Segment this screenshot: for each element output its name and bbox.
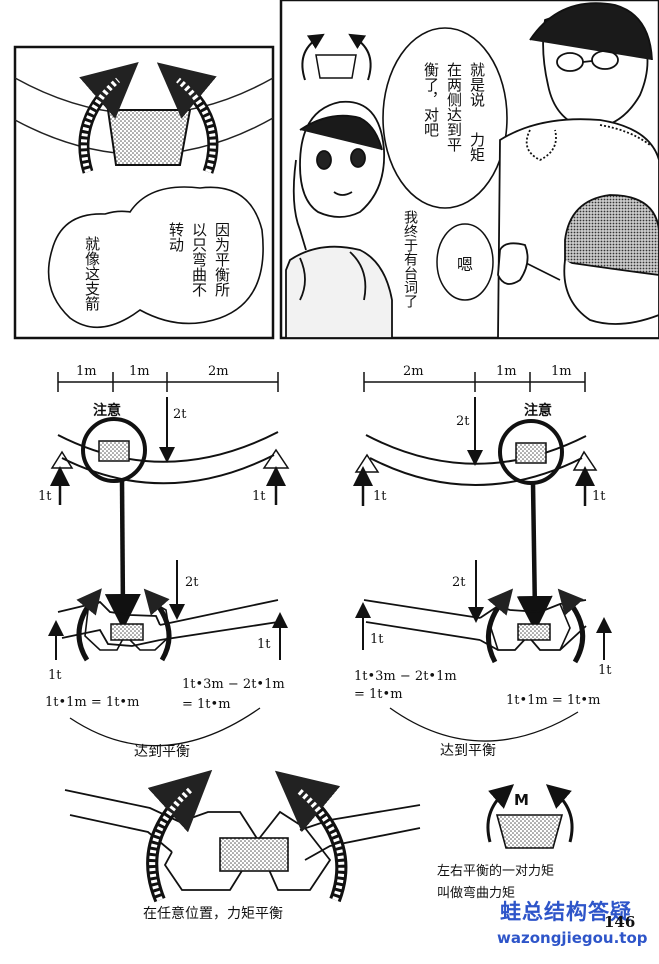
- bubble-top-line-1: 就是说: [468, 62, 486, 108]
- caption-bending-line-1: 左右平衡的一对力矩: [437, 863, 554, 879]
- equation-left-b2: = 1t•m: [182, 697, 231, 712]
- dim-right-3: 1m: [551, 364, 572, 379]
- watermark-text: 蛙总结构答疑: [500, 900, 632, 924]
- reaction-left-b: 1t: [252, 489, 266, 504]
- detail-reaction-left-a: 1t: [48, 668, 62, 683]
- detail-reaction-right-a: 1t: [370, 632, 384, 647]
- moment-symbol: M: [514, 791, 529, 809]
- balance-label-right: 达到平衡: [440, 743, 496, 759]
- panel-1: [13, 45, 275, 340]
- bubble-a-text: 因为平衡所 以只弯曲不 转动: [167, 222, 231, 297]
- detail-load-right: 2t: [452, 575, 466, 590]
- detail-load-left: 2t: [185, 575, 199, 590]
- bubble-mid-text: 嗯: [457, 255, 473, 274]
- detail-reaction-right-b: 1t: [598, 663, 612, 678]
- dim-right-1: 2m: [403, 364, 424, 379]
- caption-bending-line-2: 叫做弯曲力矩: [437, 885, 515, 901]
- bubble-b-line-1: 就像这支箭: [83, 236, 101, 312]
- bubble-a-line-2: 以只弯曲不: [190, 222, 208, 297]
- detail-reaction-left-b: 1t: [257, 637, 271, 652]
- reaction-right-a: 1t: [373, 489, 387, 504]
- reaction-right-b: 1t: [592, 489, 606, 504]
- bubble-a-line-3: 转动: [167, 222, 185, 253]
- dim-left-3: 2m: [208, 364, 229, 379]
- bubble-top-line-2: 在两侧达到平: [445, 62, 463, 152]
- diagram-left-labels: 1m 1m 2m 注意 2t 1t 1t 2t 1t 1t 1t•1m = 1t…: [38, 364, 285, 760]
- dim-left-2: 1m: [129, 364, 150, 379]
- bubble-top-line-4: 力矩: [468, 132, 486, 162]
- beanie-figure: [497, 194, 659, 325]
- equation-right-a1: 1t•3m − 2t•1m: [354, 669, 457, 684]
- diagram-right: [353, 372, 612, 742]
- load-left: 2t: [173, 407, 187, 422]
- page-number: 146: [604, 913, 636, 931]
- bubble-b-text: 就像这支箭: [83, 236, 101, 312]
- reaction-left-a: 1t: [38, 489, 52, 504]
- watermark-url: wazongjiegou.top: [497, 929, 648, 947]
- equation-left-a: 1t•1m = 1t•m: [45, 695, 139, 710]
- bending-moment-icon: [486, 784, 574, 849]
- diagram-left: [48, 372, 290, 747]
- dim-right-2: 1m: [496, 364, 517, 379]
- equation-right-b: 1t•1m = 1t•m: [506, 693, 600, 708]
- side-remark-text: 我终于有台词了: [402, 210, 418, 308]
- balance-label-left: 达到平衡: [134, 744, 190, 760]
- equation-left-b1: 1t•3m − 2t•1m: [182, 677, 285, 692]
- dim-left-1: 1m: [76, 364, 97, 379]
- woman-figure: [285, 100, 393, 339]
- load-right: 2t: [456, 414, 470, 429]
- attention-label-right: 注意: [524, 402, 552, 419]
- caption-moment-balance: 在任意位置，力矩平衡: [143, 905, 283, 922]
- diagram-right-labels: 2m 1m 1m 注意 2t 1t 1t 2t 1t 1t 1t•3m − 2t…: [354, 364, 612, 759]
- attention-label-left: 注意: [93, 402, 121, 419]
- bubble-top-text: 就是说 在两侧达到平 衡了，对吧 力矩: [422, 62, 486, 162]
- equation-right-a2: = 1t•m: [354, 687, 403, 702]
- bubble-top-line-3: 衡了，对吧: [422, 62, 440, 137]
- bubble-a-line-1: 因为平衡所: [213, 222, 231, 297]
- panel-2: [279, 0, 659, 340]
- bottom-illustration: [64, 769, 421, 903]
